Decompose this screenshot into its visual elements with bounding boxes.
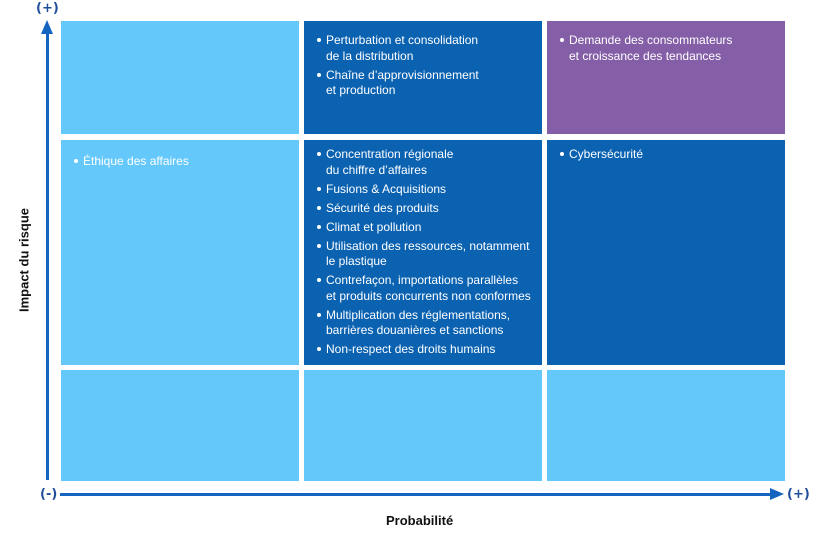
x-axis-line — [60, 493, 774, 496]
cell-low-impact-medium-probability — [304, 370, 542, 481]
x-axis-arrow-icon — [770, 488, 784, 500]
risk-item: Cybersécurité — [559, 147, 777, 163]
risk-list: Perturbation et consolidation de la dist… — [316, 33, 534, 99]
risk-item: Climat et pollution — [316, 220, 534, 236]
cell-medium-impact-low-probability: Éthique des affaires — [61, 140, 299, 365]
risk-item: Non-respect des droits humains — [316, 342, 534, 358]
cell-high-impact-medium-probability: Perturbation et consolidation de la dist… — [304, 21, 542, 134]
y-axis-arrow-icon — [41, 20, 53, 34]
origin-marker: (-) — [40, 487, 58, 502]
risk-list: Cybersécurité — [559, 147, 777, 163]
risk-list: Demande des consommateurs et croissance … — [559, 33, 777, 64]
y-axis-title: Impact du risque — [16, 207, 32, 313]
risk-item: Multiplication des réglementations, barr… — [316, 308, 534, 339]
cell-medium-impact-medium-probability: Concentration régionale du chiffre d’aff… — [304, 140, 542, 365]
risk-item: Concentration régionale du chiffre d’aff… — [316, 147, 534, 178]
x-axis-max-marker: (+) — [787, 487, 810, 502]
cell-high-impact-low-probability — [61, 21, 299, 134]
y-axis-max-marker: (+) — [36, 1, 59, 16]
risk-item: Fusions & Acquisitions — [316, 182, 534, 198]
risk-item: Contrefaçon, importations parallèles et … — [316, 273, 534, 304]
cell-high-impact-high-probability: Demande des consommateurs et croissance … — [547, 21, 785, 134]
risk-item: Perturbation et consolidation de la dist… — [316, 33, 534, 64]
risk-item: Sécurité des produits — [316, 201, 534, 217]
risk-item: Demande des consommateurs et croissance … — [559, 33, 777, 64]
cell-low-impact-high-probability — [547, 370, 785, 481]
risk-item: Utilisation des ressources, notamment le… — [316, 239, 534, 270]
risk-item: Éthique des affaires — [73, 154, 291, 170]
x-axis-title: Probabilité — [386, 513, 454, 528]
risk-list: Concentration régionale du chiffre d’aff… — [316, 147, 534, 358]
cell-medium-impact-high-probability: Cybersécurité — [547, 140, 785, 365]
risk-list: Éthique des affaires — [73, 154, 291, 170]
y-axis-line — [46, 30, 49, 480]
risk-item: Chaîne d’approvisionnement et production — [316, 68, 534, 99]
cell-low-impact-low-probability — [61, 370, 299, 481]
